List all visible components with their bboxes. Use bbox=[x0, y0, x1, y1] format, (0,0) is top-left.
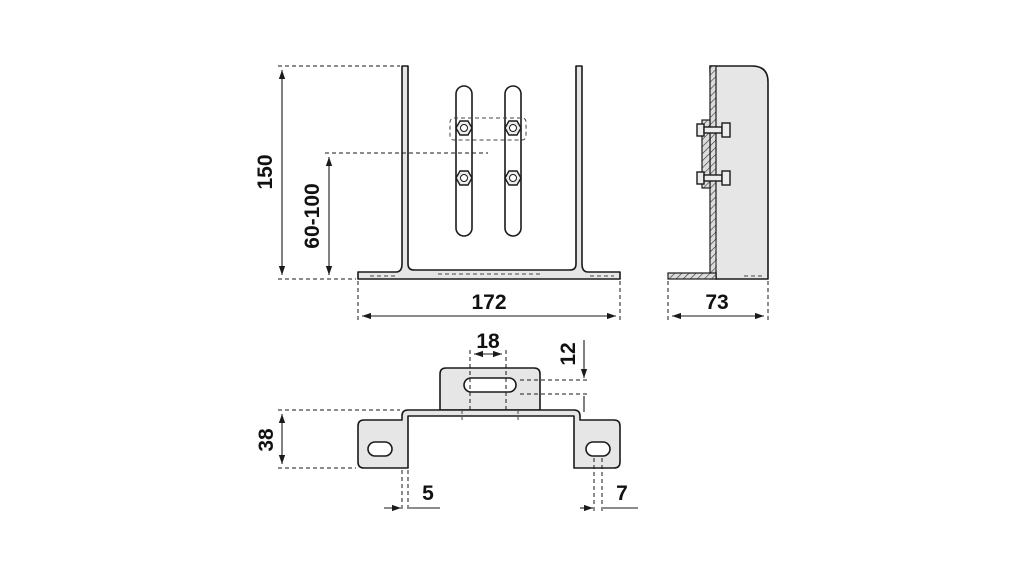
dim-label-7: 7 bbox=[616, 482, 628, 505]
dim-label-73: 73 bbox=[705, 291, 728, 314]
front-view: 150 60-100 172 bbox=[254, 65, 621, 320]
dim-label-12: 12 bbox=[557, 342, 580, 365]
front-right-slot bbox=[504, 85, 522, 237]
top-view-left-hole bbox=[367, 441, 393, 457]
top-view: 18 12 38 5 7 bbox=[255, 330, 638, 512]
dim-label-172: 172 bbox=[471, 291, 506, 314]
front-nut-bottom-right bbox=[504, 170, 522, 186]
front-view-bracket-body bbox=[357, 65, 621, 280]
side-view-wall-section bbox=[709, 65, 717, 280]
dim-label-5: 5 bbox=[422, 482, 434, 505]
side-view: 73 bbox=[667, 65, 769, 320]
side-view-plate bbox=[709, 65, 769, 280]
side-view-base-section bbox=[667, 272, 717, 280]
dim-label-38: 38 bbox=[255, 428, 278, 452]
front-nut-bottom-left bbox=[455, 170, 473, 186]
dim-label-150: 150 bbox=[254, 154, 277, 189]
dim-label-60-100: 60-100 bbox=[301, 183, 324, 248]
dim-label-18: 18 bbox=[476, 330, 500, 353]
side-bolt-top bbox=[696, 122, 731, 138]
front-nut-top-left bbox=[455, 120, 473, 136]
front-nut-top-right bbox=[504, 120, 522, 136]
top-view-u-channel bbox=[357, 409, 621, 469]
side-bolt-bottom bbox=[696, 170, 731, 186]
top-view-slot bbox=[463, 377, 517, 393]
front-left-slot bbox=[455, 85, 473, 237]
top-view-right-hole bbox=[585, 441, 611, 457]
